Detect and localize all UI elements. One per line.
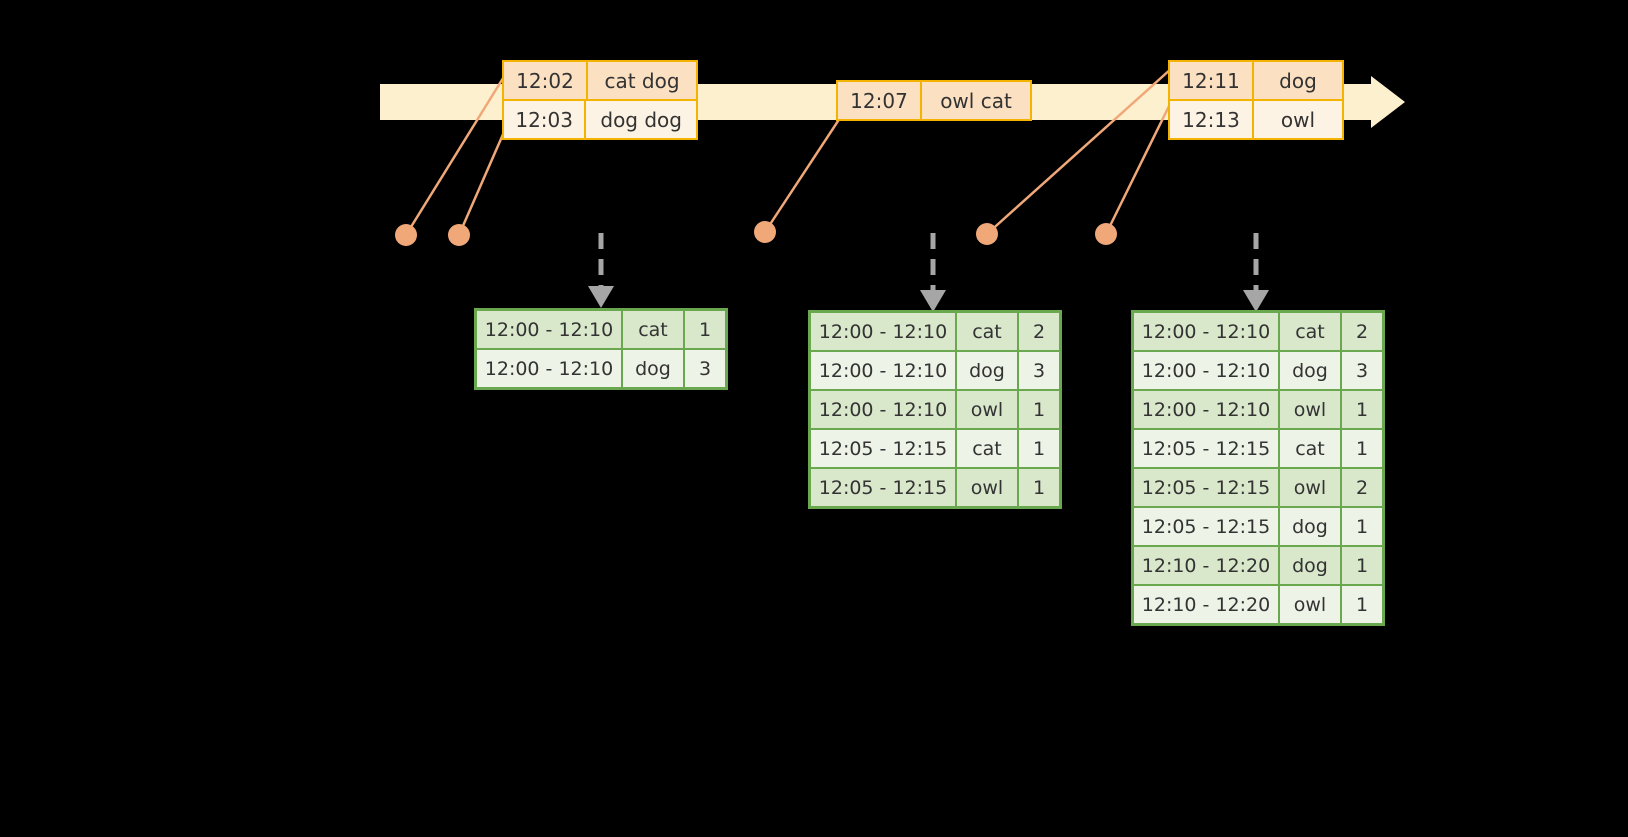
emit-arrow-1	[588, 233, 614, 308]
cell-window: 12:00 - 12:10	[811, 352, 957, 389]
cell-count: 1	[698, 318, 712, 341]
cell-window: 12:05 - 12:15	[811, 469, 957, 506]
cell-word: cat	[623, 311, 685, 348]
cell-window: 12:00 - 12:10	[1134, 313, 1280, 350]
event-words: owl cat	[940, 88, 1012, 113]
cell-count: 1	[1355, 593, 1369, 616]
event-box: 12:02 cat dog 12:03 dog dog	[502, 60, 698, 140]
cell-count: 1	[1032, 398, 1046, 421]
cell-count: 3	[1355, 359, 1369, 382]
cell-count: 3	[698, 357, 712, 380]
cell-window: 12:00 - 12:10	[1134, 391, 1280, 428]
cell-word: dog	[957, 352, 1019, 389]
cell-count: 1	[1355, 554, 1369, 577]
event-row: 12:02 cat dog	[504, 62, 696, 99]
cell-count: 1	[1355, 398, 1369, 421]
event-dot-4	[976, 223, 998, 245]
event-box: 12:07 owl cat	[836, 80, 1032, 121]
emit-arrow-3	[1243, 233, 1269, 312]
event-row: 12:07 owl cat	[838, 82, 1030, 119]
cell-window: 12:10 - 12:20	[1134, 547, 1280, 584]
cell-window: 12:00 - 12:10	[477, 350, 623, 387]
cell-word: dog	[1280, 547, 1342, 584]
cell-count: 2	[1032, 320, 1046, 343]
event-words: dog dog	[600, 107, 682, 132]
event-row: 12:03 dog dog	[504, 99, 696, 138]
event-timestamp: 12:07	[838, 82, 922, 119]
cell-word: dog	[1280, 352, 1342, 389]
cell-word: owl	[957, 391, 1019, 428]
event-words: owl	[1280, 107, 1316, 132]
cell-window: 12:00 - 12:10	[811, 313, 957, 350]
event-words: dog	[1279, 68, 1317, 93]
cell-word: owl	[1280, 391, 1342, 428]
arrowhead-icon	[1243, 290, 1269, 312]
cell-count: 1	[1032, 476, 1046, 499]
event-row: 12:11 dog	[1170, 62, 1342, 99]
cell-word: cat	[957, 430, 1019, 467]
cell-count: 3	[1032, 359, 1046, 382]
cell-window: 12:05 - 12:15	[1134, 430, 1280, 467]
event-dot-3	[754, 221, 776, 243]
arrowhead-icon	[588, 286, 614, 308]
cell-word: owl	[957, 469, 1019, 506]
event-dot-1	[395, 224, 417, 246]
arrowhead-icon	[920, 290, 946, 312]
event-box: 12:11 dog 12:13 owl	[1168, 60, 1344, 140]
cell-word: owl	[1280, 586, 1342, 623]
event-timestamp: 12:13	[1170, 101, 1254, 138]
event-row: 12:13 owl	[1170, 99, 1342, 138]
cell-window: 12:10 - 12:20	[1134, 586, 1280, 623]
cell-word: dog	[623, 350, 685, 387]
event-dot-5	[1095, 223, 1117, 245]
event-dot-2	[448, 224, 470, 246]
cell-word: cat	[1280, 430, 1342, 467]
cell-word: owl	[1280, 469, 1342, 506]
cell-word: dog	[1280, 508, 1342, 545]
emit-arrow-2	[920, 233, 946, 312]
cell-word: cat	[1280, 313, 1342, 350]
event-timestamp: 12:02	[504, 62, 588, 99]
cell-count: 1	[1355, 437, 1369, 460]
connector-5	[1104, 99, 1174, 235]
cell-window: 12:05 - 12:15	[811, 430, 957, 467]
cell-count: 1	[1355, 515, 1369, 538]
event-timestamp: 12:11	[1170, 62, 1254, 99]
cell-word: cat	[957, 313, 1019, 350]
cell-window: 12:05 - 12:15	[1134, 508, 1280, 545]
cell-count: 2	[1355, 320, 1369, 343]
cell-window: 12:00 - 12:10	[1134, 352, 1280, 389]
cell-count: 1	[1032, 437, 1046, 460]
timeline-arrowhead	[1371, 76, 1405, 128]
cell-count: 2	[1355, 476, 1369, 499]
connector-3	[763, 117, 842, 233]
event-timestamp: 12:03	[504, 101, 587, 138]
cell-window: 12:00 - 12:10	[811, 391, 957, 428]
event-words: cat dog	[604, 68, 680, 93]
cell-window: 12:05 - 12:15	[1134, 469, 1280, 506]
cell-window: 12:00 - 12:10	[477, 311, 623, 348]
